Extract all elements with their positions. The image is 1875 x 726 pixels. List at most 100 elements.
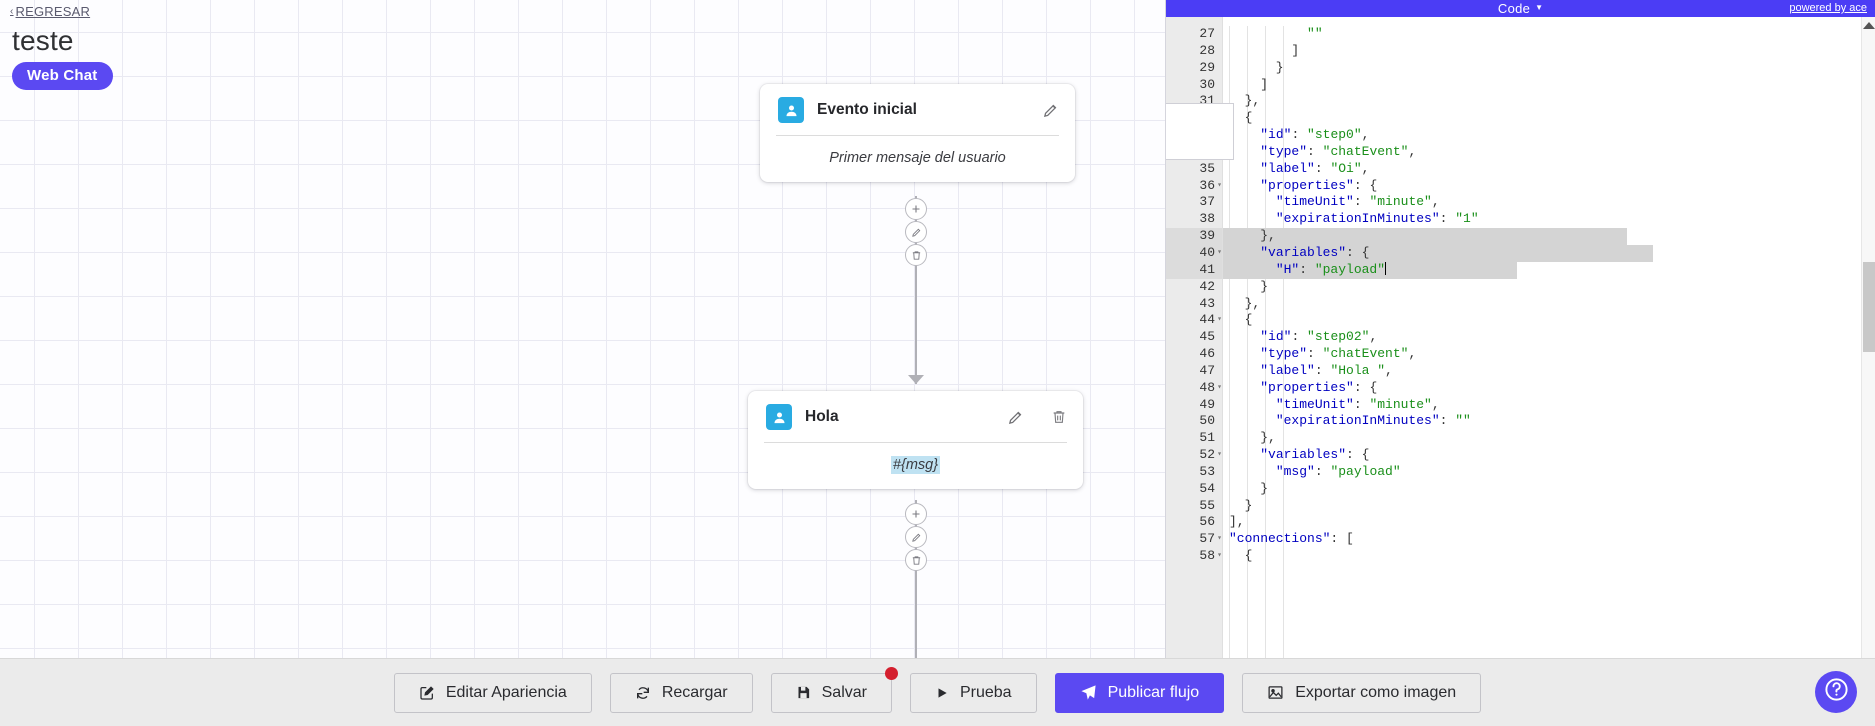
line-number: 58▾ — [1199, 548, 1222, 564]
line-number: 43 — [1199, 295, 1215, 311]
line-number: 30 — [1199, 76, 1215, 92]
line-number: 36▾ — [1199, 177, 1222, 193]
connector-line-2 — [915, 500, 917, 658]
back-link-label: REGRESAR — [15, 4, 91, 19]
code-panel-title: Code — [1497, 1, 1531, 16]
code-line[interactable]: "label": "Oi", — [1260, 160, 1370, 176]
delete-icon[interactable] — [905, 244, 927, 266]
line-number: 27 — [1199, 26, 1215, 41]
code-line[interactable]: "connections": [ — [1229, 531, 1354, 547]
code-line[interactable]: }, — [1223, 228, 1875, 245]
node-title: Evento inicial — [817, 101, 917, 118]
node-title: Hola — [805, 408, 839, 425]
code-line[interactable]: { — [1229, 548, 1253, 564]
play-icon — [935, 686, 949, 700]
gutter-fold-popup[interactable]: ❯ — [1166, 103, 1234, 160]
fold-toggle-icon[interactable]: ▾ — [1217, 450, 1222, 460]
edit-appearance-button[interactable]: Editar Apariencia — [393, 672, 592, 713]
line-number: 42 — [1199, 278, 1215, 294]
code-line[interactable]: "H": "payload" — [1223, 261, 1875, 279]
fold-toggle-icon[interactable]: ▾ — [1217, 534, 1222, 544]
code-line[interactable]: "expirationInMinutes": "1" — [1275, 211, 1479, 227]
pencil-square-icon — [419, 685, 435, 701]
publish-flow-button[interactable]: Publicar flujo — [1054, 672, 1225, 713]
code-line[interactable]: } — [1229, 278, 1269, 294]
line-number: 50 — [1199, 413, 1215, 429]
flow-node-evento-inicial[interactable]: Evento inicial Primer mensaje del usuari… — [760, 84, 1075, 182]
refresh-icon — [635, 685, 651, 701]
delete-icon[interactable] — [905, 549, 927, 571]
line-number: 40▾ — [1166, 244, 1222, 262]
user-avatar-icon — [766, 404, 792, 430]
code-line[interactable]: }, — [1229, 295, 1261, 311]
code-line[interactable]: "id": "step0", — [1260, 127, 1370, 143]
code-line[interactable]: }, — [1229, 430, 1276, 446]
editor-vertical-scrollbar[interactable] — [1861, 17, 1875, 658]
fold-toggle-icon[interactable]: ▾ — [1217, 315, 1222, 325]
save-button[interactable]: Salvar — [770, 666, 898, 713]
code-line[interactable]: ], — [1229, 514, 1245, 530]
code-line[interactable]: "" — [1307, 26, 1323, 41]
code-line[interactable]: "label": "Hola ", — [1260, 362, 1393, 378]
code-line[interactable]: { — [1229, 312, 1253, 328]
code-line[interactable]: "type": "chatEvent", — [1260, 346, 1417, 362]
code-line[interactable]: "variables": { — [1260, 447, 1370, 463]
code-line[interactable]: } — [1229, 497, 1253, 513]
reload-button[interactable]: Recargar — [609, 672, 753, 713]
line-number: 53 — [1199, 463, 1215, 479]
code-line[interactable]: "id": "step02", — [1260, 329, 1378, 345]
help-button[interactable] — [1815, 671, 1857, 713]
question-circle-icon — [1823, 676, 1850, 708]
unsaved-changes-badge — [884, 666, 898, 680]
connector-controls-1 — [905, 198, 927, 267]
flow-node-hola[interactable]: Hola #{msg} — [748, 391, 1083, 489]
channel-badge: Web Chat — [12, 62, 113, 90]
line-number: 38 — [1199, 211, 1215, 227]
node-body-text: Primer mensaje del usuario — [829, 150, 1006, 166]
fold-toggle-icon[interactable]: ▾ — [1217, 382, 1222, 392]
delete-icon[interactable] — [1051, 409, 1067, 425]
back-link[interactable]: ‹ REGRESAR — [10, 4, 90, 19]
fold-toggle-icon[interactable]: ▾ — [1217, 180, 1222, 190]
code-line[interactable]: }, — [1229, 93, 1261, 109]
code-line[interactable]: "timeUnit": "minute", — [1275, 194, 1440, 210]
fold-toggle-icon[interactable]: ▾ — [1217, 247, 1222, 257]
code-line[interactable]: ] — [1229, 76, 1269, 92]
code-line[interactable]: ] — [1229, 42, 1300, 58]
scroll-up-arrow-icon[interactable] — [1862, 22, 1875, 29]
test-button[interactable]: Prueba — [909, 672, 1037, 713]
edit-icon[interactable] — [905, 526, 927, 548]
user-avatar-icon — [778, 97, 804, 123]
code-line[interactable]: "properties": { — [1260, 379, 1378, 395]
code-line[interactable]: "properties": { — [1260, 177, 1378, 193]
code-line[interactable]: "expirationInMinutes": "" — [1275, 413, 1471, 429]
code-editor-panel[interactable]: Code ▼ powered by ace 272829303132▾33343… — [1165, 0, 1875, 658]
node-divider — [776, 135, 1059, 136]
code-line[interactable]: "timeUnit": "minute", — [1275, 396, 1440, 412]
code-line[interactable]: } — [1229, 59, 1284, 75]
add-icon[interactable] — [905, 198, 927, 220]
code-line[interactable]: "variables": { — [1223, 244, 1875, 262]
code-line[interactable]: "msg": "payload" — [1275, 463, 1401, 479]
code-line[interactable]: } — [1229, 480, 1269, 496]
chevron-down-icon[interactable]: ▼ — [1535, 3, 1544, 12]
edit-icon[interactable] — [1007, 409, 1024, 426]
fold-toggle-icon[interactable]: ▾ — [1217, 551, 1222, 561]
flow-canvas[interactable]: ‹ REGRESAR teste Web Chat Evento inicial — [0, 0, 1165, 658]
edit-icon[interactable] — [1042, 102, 1059, 119]
code-text-area[interactable]: "" ] } ] }, { "id": "step0", "type": "ch… — [1223, 17, 1875, 658]
line-number: 48▾ — [1199, 379, 1222, 395]
export-image-button[interactable]: Exportar como imagen — [1242, 672, 1482, 713]
powered-by-ace-link[interactable]: powered by ace — [1789, 2, 1867, 14]
line-number: 54 — [1199, 480, 1215, 496]
line-number: 44▾ — [1199, 312, 1222, 328]
scrollbar-thumb[interactable] — [1863, 262, 1875, 352]
code-line[interactable]: { — [1229, 110, 1253, 126]
ace-editor[interactable]: 272829303132▾33343536▾37383940▾41424344▾… — [1166, 17, 1875, 658]
connector-arrow-1 — [908, 375, 924, 384]
chevron-right-icon: ❯ — [1166, 119, 1169, 145]
add-icon[interactable] — [905, 503, 927, 525]
edit-icon[interactable] — [905, 221, 927, 243]
code-line[interactable]: "type": "chatEvent", — [1260, 143, 1417, 159]
